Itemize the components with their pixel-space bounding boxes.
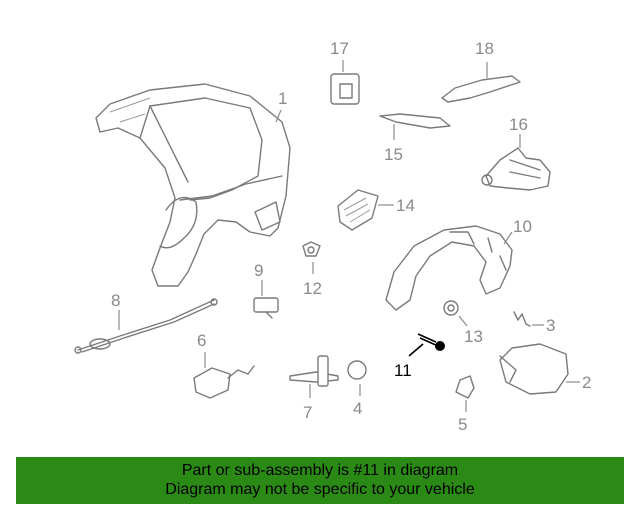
label-14: 14: [396, 196, 415, 215]
label-7: 7: [303, 403, 312, 422]
banner-line-1: Part or sub-assembly is #11 in diagram: [181, 462, 459, 479]
label-2: 2: [582, 373, 591, 392]
info-banner: Part or sub-assembly is #11 in diagram D…: [16, 457, 624, 504]
part-4-plug: [347, 360, 367, 396]
label-17: 17: [330, 39, 349, 58]
label-6: 6: [197, 331, 206, 350]
part-10-fender-liner: [385, 225, 513, 311]
part-8-cable: [74, 298, 218, 354]
label-10: 10: [513, 217, 532, 236]
label-13: 13: [464, 327, 483, 346]
part-7-rod: [289, 355, 339, 398]
label-8: 8: [111, 291, 120, 310]
part-6-actuator: [193, 352, 255, 399]
label-12: 12: [303, 279, 322, 298]
part-16-filler-housing: [481, 134, 551, 191]
banner-line-2: Diagram may not be specific to your vehi…: [165, 481, 475, 498]
label-16: 16: [509, 115, 528, 134]
label-9: 9: [254, 261, 263, 280]
part-12-grommet: [302, 241, 321, 274]
label-5: 5: [458, 415, 467, 434]
part-3-spring: [513, 311, 544, 327]
parts-diagram: 1 17 18 15 16 14 12: [74, 39, 591, 434]
label-18: 18: [475, 39, 494, 58]
part-14-vent: [337, 189, 394, 231]
part-18-bracket: [441, 62, 521, 103]
part-5-cap-seal: [455, 375, 475, 412]
part-15-trim-strip: [379, 113, 451, 140]
label-4: 4: [353, 399, 362, 418]
part-9-clip: [253, 280, 279, 319]
label-11: 11: [394, 361, 412, 380]
part-17-clip: [330, 60, 360, 105]
part-13-nut: [443, 300, 468, 327]
part-1-quarter-panel: [95, 83, 291, 287]
label-3: 3: [546, 316, 555, 335]
label-1: 1: [278, 89, 287, 108]
leader-1: [275, 109, 282, 123]
label-15: 15: [384, 145, 403, 164]
part-2-fuel-door: [499, 343, 580, 395]
part-11-bolt: [408, 333, 445, 357]
